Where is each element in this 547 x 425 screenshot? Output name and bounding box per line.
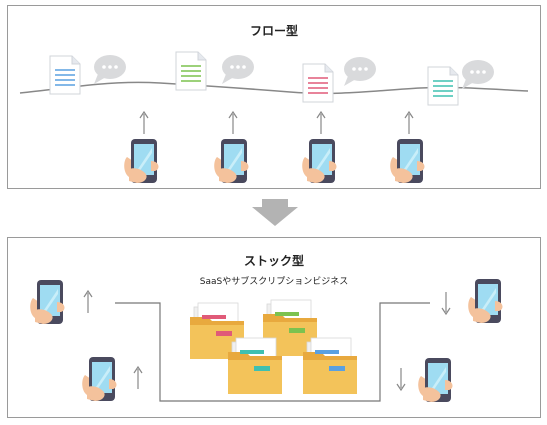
document-icon [427,66,459,106]
speech-bubble-icon [344,57,376,86]
stock-title: ストック型 [243,254,304,268]
folder-icon [262,299,318,357]
folder-icon [302,337,358,395]
smartphone-icon [124,139,159,183]
stock-arrow-icons [83,289,451,392]
up-arrow-icons [139,110,414,134]
smartphone-icon [302,139,337,183]
smartphone-icon [30,280,65,324]
document-icon [302,63,334,103]
folder-icon [227,337,283,395]
stock-container-outline [115,302,430,402]
smartphone-icon [418,358,453,402]
speech-bubble-icon [94,55,126,84]
stock-subtitle: SaaSやサブスクリプションビジネス [199,277,349,287]
smartphone-icon [468,279,503,323]
speech-bubble-icon [222,55,254,84]
folder-icon [189,302,245,360]
smartphone-icon [214,139,249,183]
speech-bubble-icon [462,60,494,89]
smartphone-icon [390,139,425,183]
smartphone-icon [82,357,117,401]
document-icon [49,55,81,95]
flow-title: フロー型 [249,24,298,38]
down-arrow-icon [252,199,298,226]
document-icon [175,51,207,91]
